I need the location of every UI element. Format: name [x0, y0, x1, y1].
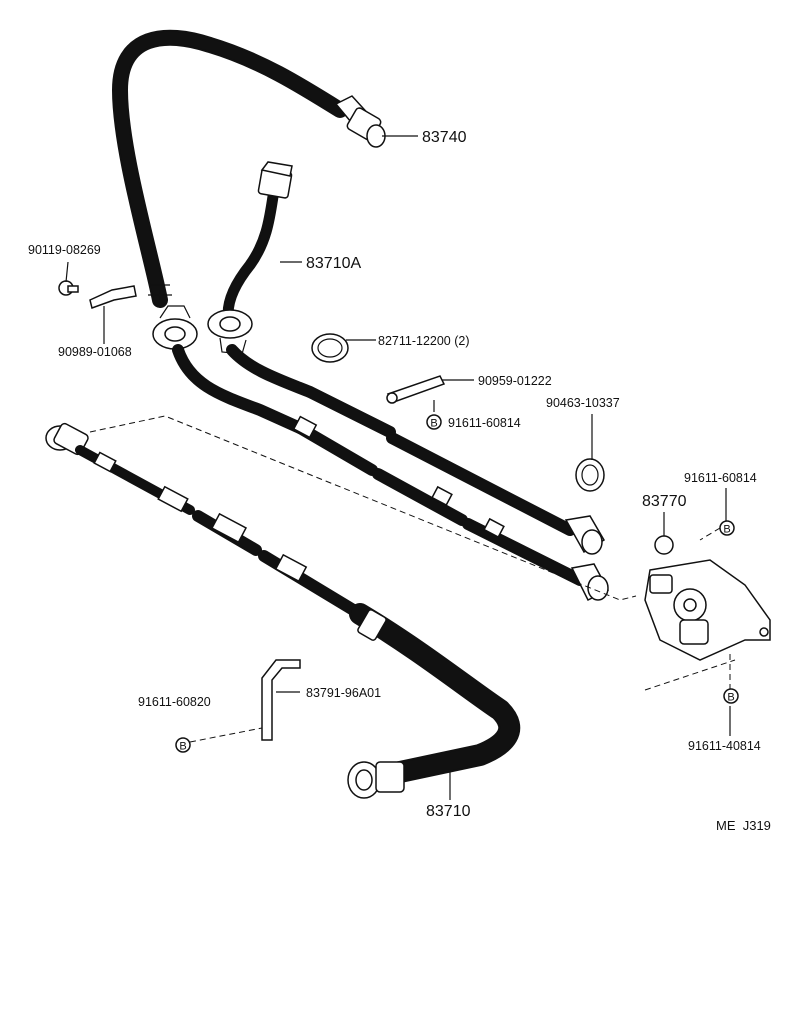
guide-lines	[89, 415, 736, 743]
clamp-82711	[311, 333, 349, 363]
svg-text:B: B	[430, 418, 437, 430]
label-91611-40814: 91611-40814	[688, 739, 761, 753]
grommet-right	[207, 309, 253, 355]
cable-83710A	[222, 161, 293, 331]
label-91611-60814-a: 91611-60814	[448, 416, 521, 430]
svg-text:B: B	[727, 692, 734, 704]
cable-83740	[112, 29, 386, 308]
cable-run-upper	[172, 344, 610, 602]
bolt-marker-91611-60814-b: B	[719, 520, 735, 536]
bolt-marker-91611-60820: B	[175, 737, 191, 753]
label-83770: 83770	[642, 493, 687, 510]
clip-90989	[89, 285, 137, 309]
label-83710A: 83710A	[306, 255, 361, 272]
label-90463-10337: 90463-10337	[546, 396, 620, 410]
bracket-83791	[261, 659, 301, 741]
diagram-reference-code: ME J319	[716, 818, 771, 833]
label-83710: 83710	[426, 803, 471, 820]
label-83791-96A01: 83791-96A01	[306, 686, 381, 700]
label-90119-08269: 90119-08269	[28, 243, 101, 257]
label-90959-01222: 90959-01222	[478, 374, 552, 388]
label-91611-60820: 91611-60820	[138, 695, 211, 709]
bolt-marker-91611-60814-a: B	[426, 414, 442, 430]
label-83740: 83740	[422, 129, 467, 146]
clamp-90463	[575, 458, 605, 492]
grommet-left	[152, 305, 198, 350]
bolt-90119	[58, 280, 79, 296]
clip-90959	[386, 375, 446, 404]
svg-text:B: B	[179, 741, 186, 753]
bolt-marker-91611-40814: B	[723, 688, 739, 704]
leader-lines	[65, 135, 731, 800]
label-91611-60814-b: 91611-60814	[684, 471, 757, 485]
cable-83710	[45, 422, 521, 799]
speedometer-gear-83770	[644, 535, 771, 661]
label-82711-12200: 82711-12200 (2)	[378, 334, 470, 348]
label-90989-01068: 90989-01068	[58, 345, 132, 359]
svg-text:B: B	[723, 524, 730, 536]
